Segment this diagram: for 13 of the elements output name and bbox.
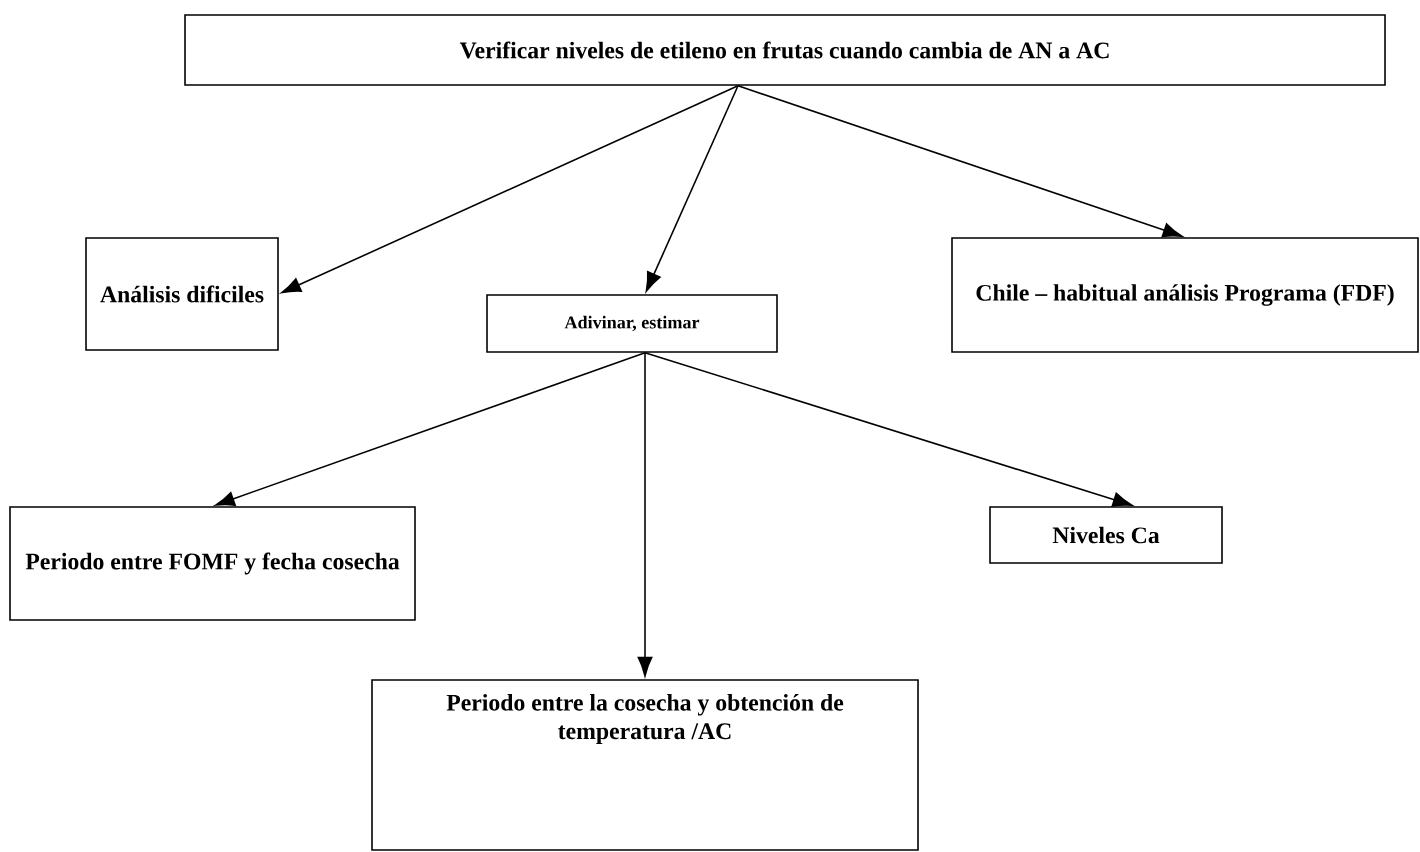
text-box: Niveles Ca (989, 506, 1223, 564)
text-box: Periodo entre la cosecha y obtención de temperatura /AC (371, 679, 919, 851)
arrow (214, 352, 646, 506)
text-box: Periodo entre FOMF y fecha cosecha (9, 506, 416, 621)
text-box: Chile – habitual análisis Programa (FDF) (951, 237, 1419, 353)
arrow (645, 85, 739, 292)
text-box: Análisis dificiles (85, 237, 279, 351)
arrow (637, 352, 653, 677)
arrow (644, 352, 1133, 507)
text-box: Verificar niveles de etileno en frutas cuando cambia de AN a AC (184, 14, 1386, 86)
arrow (281, 85, 739, 294)
text-box: Adivinar, estimar (486, 294, 778, 353)
arrow (737, 85, 1183, 238)
